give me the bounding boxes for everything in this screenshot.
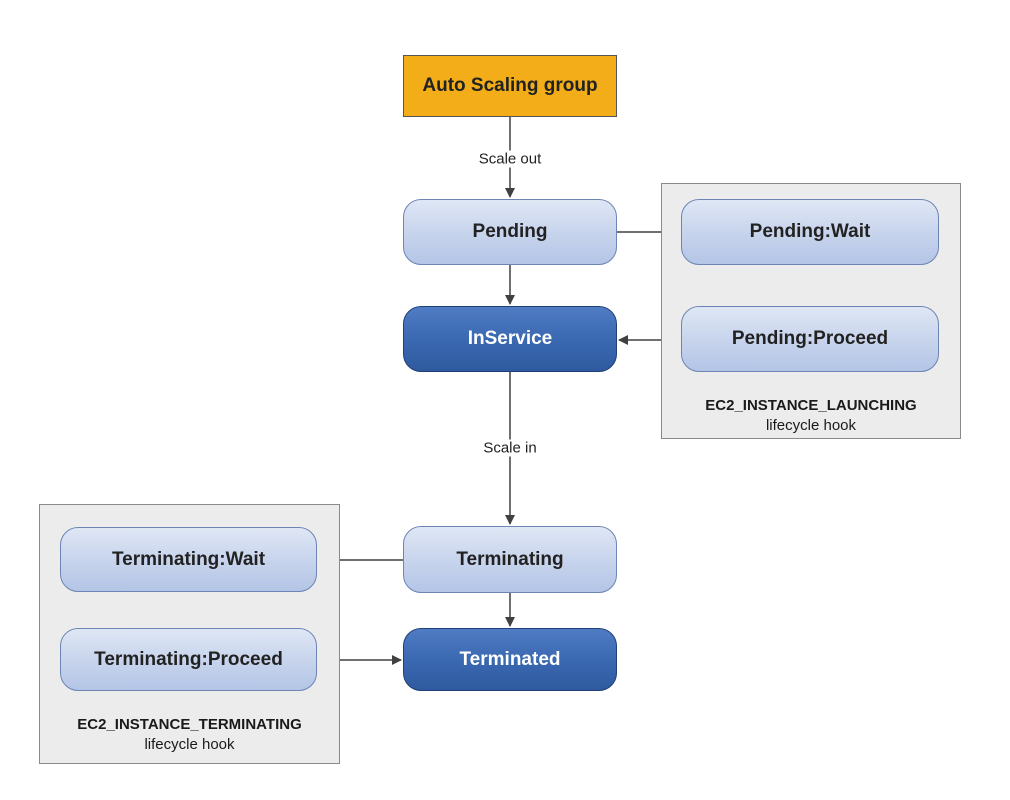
scale-out-label: Scale out bbox=[475, 150, 545, 168]
terminating-proceed-node[interactable]: Terminating:Proceed bbox=[60, 628, 317, 691]
pending-node[interactable]: Pending bbox=[403, 199, 617, 265]
auto-scaling-group-node[interactable]: Auto Scaling group bbox=[403, 55, 617, 117]
pending-proceed-node[interactable]: Pending:Proceed bbox=[681, 306, 939, 372]
terminating-wait-node[interactable]: Terminating:Wait bbox=[60, 527, 317, 592]
scale-in-label: Scale in bbox=[480, 439, 540, 457]
terminated-node[interactable]: Terminated bbox=[403, 628, 617, 691]
pending-wait-node[interactable]: Pending:Wait bbox=[681, 199, 939, 265]
launching-hook-subtitle: lifecycle hook bbox=[765, 417, 857, 434]
terminating-node[interactable]: Terminating bbox=[403, 526, 617, 593]
launching-hook-title: EC2_INSTANCE_LAUNCHING bbox=[705, 397, 917, 414]
terminating-hook-subtitle: lifecycle hook bbox=[144, 736, 235, 753]
inservice-node[interactable]: InService bbox=[403, 306, 617, 372]
terminating-hook-title: EC2_INSTANCE_TERMINATING bbox=[77, 716, 302, 733]
